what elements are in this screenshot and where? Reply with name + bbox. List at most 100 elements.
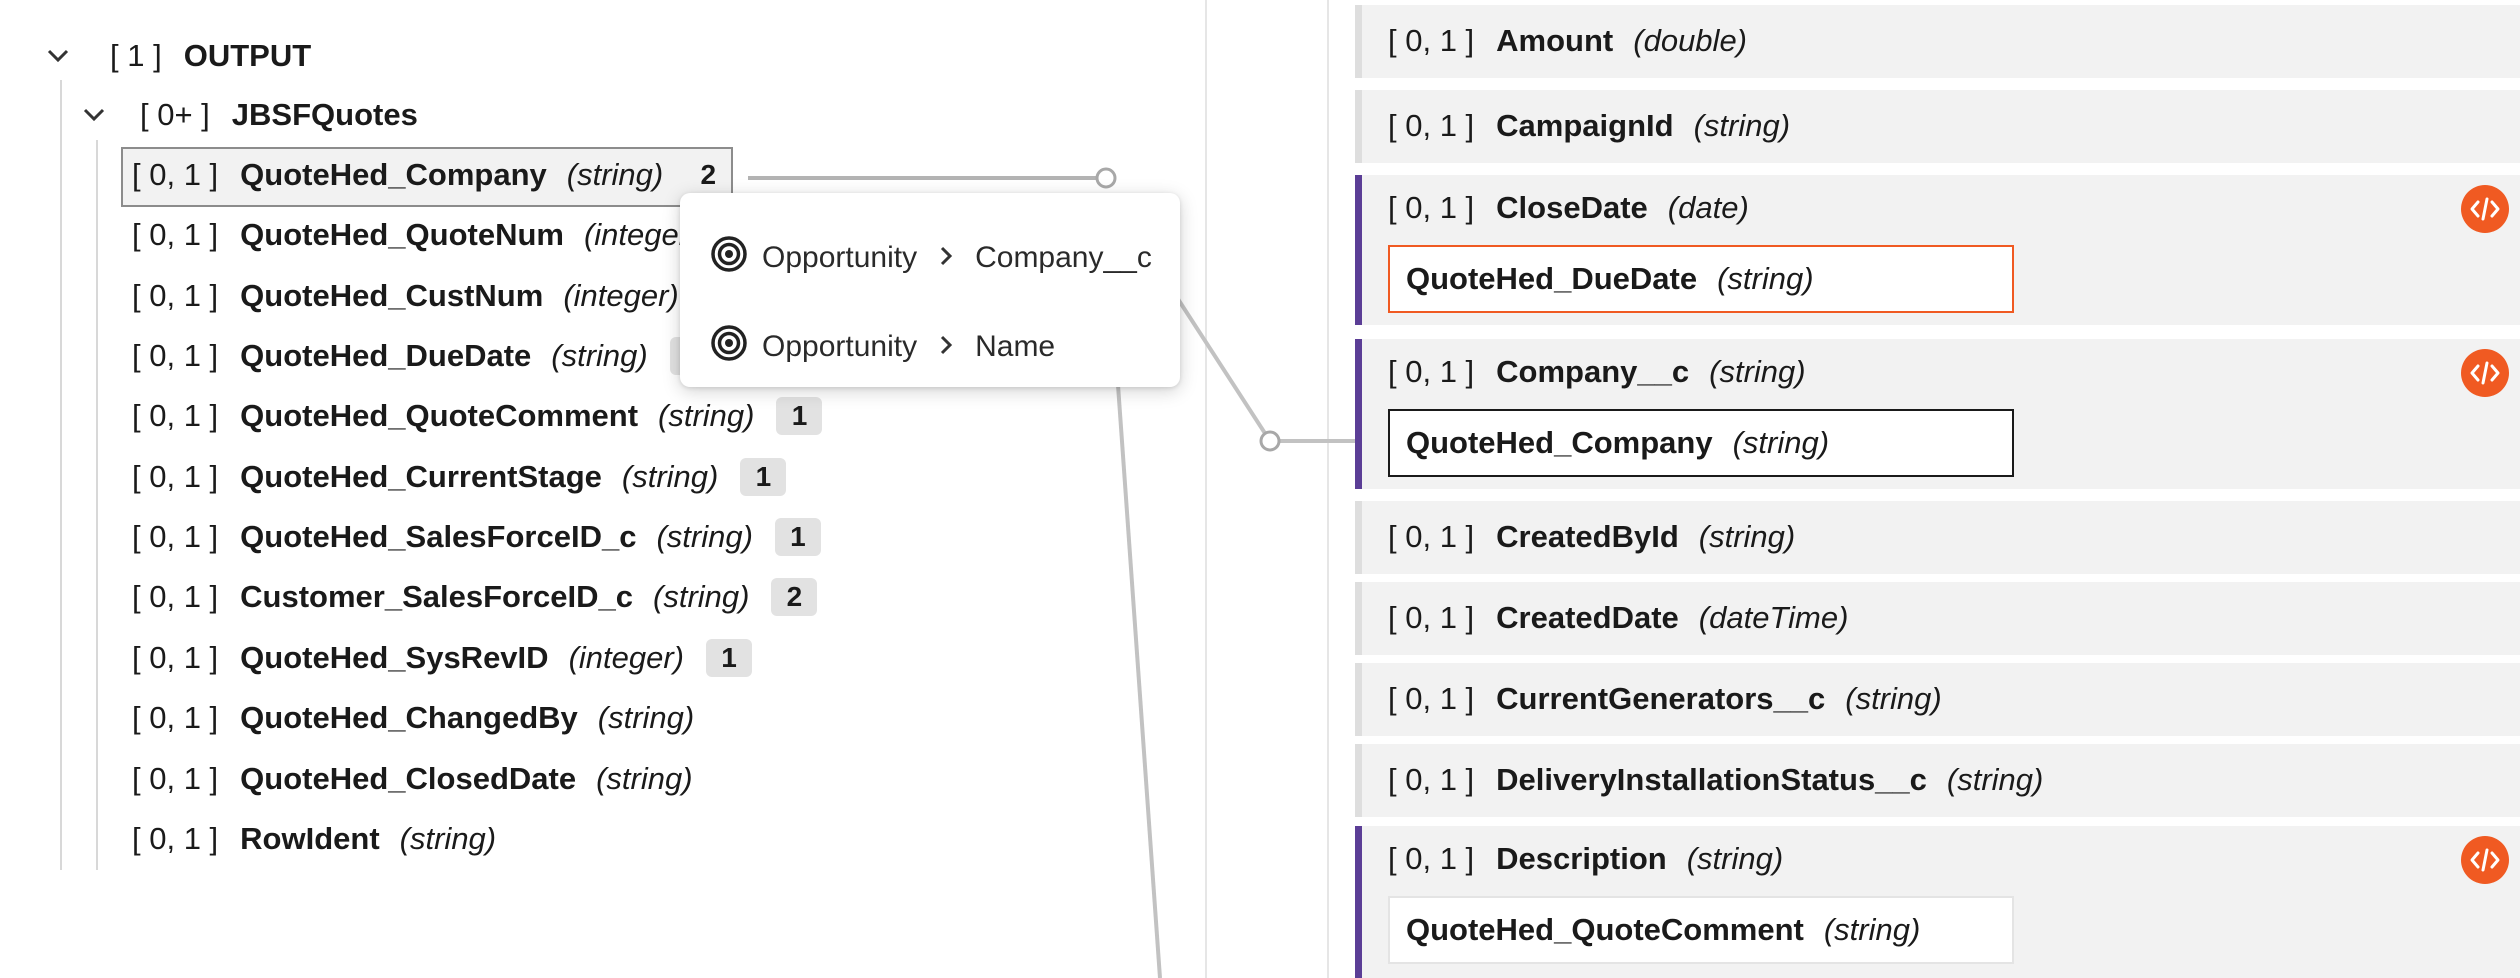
mapped-source-type: (string) [1823,912,1921,947]
mapping-count-badge: 1 [774,518,821,556]
code-icon[interactable] [2461,836,2509,884]
tree-node-jbsfquotes[interactable]: [ 0+ ] JBSFQuotes [82,89,418,141]
field-type: (string) [621,459,719,494]
field-type: (string) [597,700,695,735]
mapping-targets-popup: Opportunity Company__c Opportunity Name [680,193,1180,387]
field-type: (string) [656,519,753,554]
popup-field-label: Name [975,330,1056,363]
tree-guide-root [60,80,62,870]
field-type: (string) [1946,762,2044,797]
field-type: (date) [1667,190,1749,225]
mapping-count-badge: 1 [776,397,823,435]
field-type: (string) [1845,681,1942,716]
field-type: (string) [1709,354,1806,389]
chevron-down-icon[interactable] [46,48,70,64]
target-field-campaignid[interactable]: [ 0, 1 ] CampaignId (string) [1355,90,2520,163]
mapped-source-field[interactable]: QuoteHed_DueDate (string) [1388,245,2014,313]
field-cardinality: [ 0, 1 ] [1388,600,1475,635]
field-label: QuoteHed_SysRevID [240,640,549,675]
target-icon [710,235,748,281]
field-cardinality: [ 0, 1 ] [1388,519,1475,554]
mapped-source-field[interactable]: QuoteHed_QuoteComment (string) [1388,896,2014,964]
source-field[interactable]: [ 0, 1 ] RowIdent (string) [132,813,496,865]
field-cardinality: [ 0, 1 ] [1388,841,1475,876]
source-field[interactable]: [ 0, 1 ] QuoteHed_QuoteComment (string) … [132,390,823,442]
field-cardinality: [ 0, 1 ] [132,157,219,192]
field-label: CampaignId [1496,108,1674,143]
selected-field-highlight [121,147,733,207]
source-field[interactable]: [ 0, 1 ] QuoteHed_SalesForceID_c (string… [132,511,821,563]
field-label: RowIdent [240,821,380,856]
field-type: (string) [1698,519,1796,554]
field-cardinality: [ 0, 1 ] [132,459,219,494]
source-field[interactable]: [ 0, 1 ] QuoteHed_CustNum (integer) [132,270,679,322]
field-cardinality: [ 0, 1 ] [1388,190,1475,225]
chevron-right-icon [939,331,953,363]
source-field[interactable]: [ 0, 1 ] QuoteHed_SysRevID (integer) 1 [132,632,752,684]
panel-divider[interactable] [1205,0,1207,978]
field-label: QuoteHed_QuoteNum [240,217,564,252]
field-label: DeliveryInstallationStatus__c [1496,762,1927,797]
mapped-source-field[interactable]: QuoteHed_Company (string) [1388,409,2014,477]
source-field[interactable]: [ 0, 1 ] QuoteHed_Company (string) 2 [132,149,731,201]
target-field-company-c[interactable]: [ 0, 1 ] Company__c (string) QuoteHed_Co… [1355,339,2520,489]
popup-item[interactable]: Opportunity Name [710,317,1055,377]
source-field[interactable]: [ 0, 1 ] Customer_SalesForceID_c (string… [132,571,818,623]
field-type: (string) [1686,841,1784,876]
popup-object-label: Opportunity [762,330,918,363]
chevron-down-icon[interactable] [82,107,106,123]
source-field[interactable]: [ 0, 1 ] QuoteHed_ChangedBy (string) [132,692,694,744]
target-field-createddate[interactable]: [ 0, 1 ] CreatedDate (dateTime) [1355,582,2520,655]
node-cardinality: [ 0+ ] [140,97,210,132]
popup-object-label: Opportunity [762,241,918,274]
target-field-currentgenerators-c[interactable]: [ 0, 1 ] CurrentGenerators__c (string) [1355,663,2520,736]
field-type: (string) [653,579,750,614]
code-icon[interactable] [2461,185,2509,233]
mapped-source-type: (string) [1717,261,1814,296]
target-field-closedate[interactable]: [ 0, 1 ] CloseDate (date) QuoteHed_DueDa… [1355,175,2520,325]
field-cardinality: [ 0, 1 ] [132,640,219,675]
field-cardinality: [ 0, 1 ] [132,821,219,856]
mapping-count-badge: 1 [706,639,752,677]
panel-divider [1327,0,1329,978]
field-cardinality: [ 0, 1 ] [132,278,219,313]
mapped-source-label: QuoteHed_Company [1406,425,1713,460]
field-label: CurrentGenerators__c [1496,681,1826,716]
source-field[interactable]: [ 0, 1 ] QuoteHed_ClosedDate (string) [132,753,693,805]
field-cardinality: [ 0, 1 ] [132,338,219,373]
target-field-amount[interactable]: [ 0, 1 ] Amount (double) [1355,5,2520,78]
field-label: QuoteHed_ChangedBy [240,700,578,735]
field-label: QuoteHed_QuoteComment [240,398,639,433]
target-field-description[interactable]: [ 0, 1 ] Description (string) QuoteHed_Q… [1355,826,2520,978]
target-field-deliveryinstallationstatus-c[interactable]: [ 0, 1 ] DeliveryInstallationStatus__c (… [1355,744,2520,817]
field-label: Description [1496,841,1667,876]
field-type: (integer) [568,640,684,675]
field-label: QuoteHed_SalesForceID_c [240,519,637,554]
tree-node-output[interactable]: [ 1 ] OUTPUT [46,30,311,82]
field-type: (string) [566,157,664,192]
field-type: (string) [658,398,755,433]
node-label: OUTPUT [183,38,312,73]
source-field[interactable]: [ 0, 1 ] QuoteHed_CurrentStage (string) … [132,451,787,503]
field-cardinality: [ 0, 1 ] [132,579,219,614]
field-type: (string) [551,338,648,373]
field-cardinality: [ 0, 1 ] [1388,762,1475,797]
mapped-source-type: (string) [1732,425,1830,460]
node-label: JBSFQuotes [231,97,418,132]
field-label: QuoteHed_Company [240,157,547,192]
field-label: Amount [1496,23,1614,58]
field-label: Company__c [1496,354,1690,389]
target-field-createdbyid[interactable]: [ 0, 1 ] CreatedById (string) [1355,501,2520,574]
tree-guide-group [96,140,98,870]
chevron-right-icon [939,242,953,274]
mapped-source-label: QuoteHed_DueDate [1406,261,1698,296]
popup-item[interactable]: Opportunity Company__c [710,228,1152,288]
field-label: CreatedById [1496,519,1679,554]
field-type: (string) [1693,108,1791,143]
code-icon[interactable] [2461,349,2509,397]
field-cardinality: [ 0, 1 ] [132,519,219,554]
field-cardinality: [ 0, 1 ] [132,761,219,796]
field-label: CloseDate [1496,190,1648,225]
mapped-source-label: QuoteHed_QuoteComment [1406,912,1804,947]
field-label: QuoteHed_CurrentStage [240,459,602,494]
